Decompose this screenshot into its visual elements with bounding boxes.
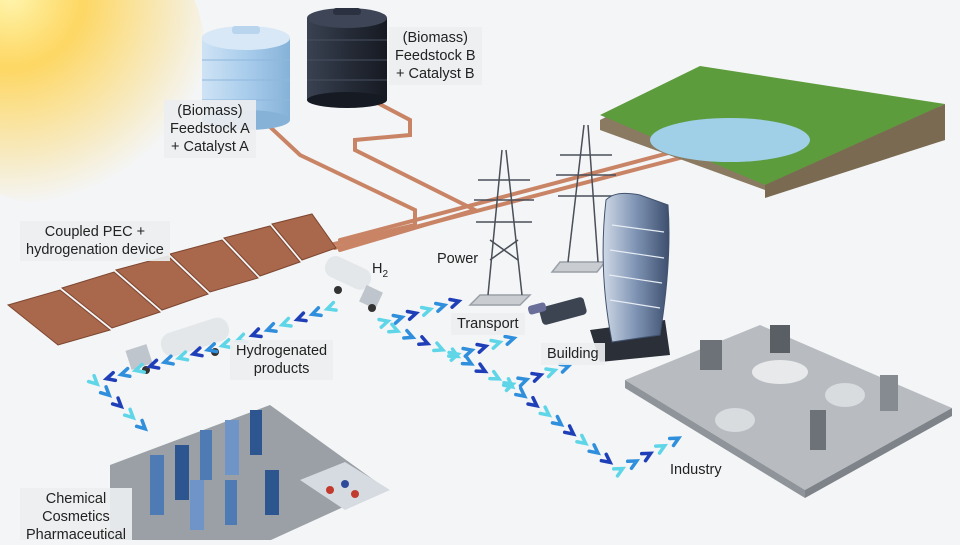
flow-chevron-icon [562, 424, 577, 437]
label-line: Cosmetics [42, 509, 110, 525]
flow-chevron-icon [323, 300, 338, 312]
flow-chevron-icon [530, 371, 545, 383]
label-transport: Transport [451, 313, 525, 335]
flow-chevron-icon [278, 316, 293, 328]
flow-chevron-icon [293, 311, 308, 323]
label-line: (Biomass) [177, 103, 243, 119]
label-line: hydrogenation device [26, 242, 164, 258]
tanker-truck-icon [324, 256, 383, 312]
flow-chevron-icon [160, 354, 175, 366]
flow-chevron-icon [248, 327, 263, 339]
flow-chevron-icon [639, 451, 655, 463]
chemical-plant-icon [110, 405, 390, 545]
flow-chevron-icon [489, 338, 504, 350]
label-line: Coupled PEC + [44, 224, 146, 240]
flow-chevron-icon [446, 347, 462, 359]
flow-chevron-icon [550, 414, 565, 428]
label-line: Chemical [45, 491, 107, 507]
label-line: + Catalyst B [396, 66, 475, 82]
flow-chevron-icon [474, 362, 489, 374]
flow-chevron-icon [98, 385, 113, 398]
flow-chevron-icon [526, 395, 540, 409]
label-line: Feedstock A [170, 121, 250, 137]
flow-chevron-icon [419, 305, 435, 317]
flow-chevron-icon [514, 386, 528, 399]
label-hydrogenated-products: Hydrogenated products [230, 340, 334, 380]
label-applications: Chemical Cosmetics Pharmaceutical [20, 488, 132, 540]
label-feedstock-a: (Biomass) Feedstock A + Catalyst A [164, 100, 256, 158]
flow-chevron-icon [461, 346, 476, 358]
h2-subscript: 2 [382, 268, 389, 280]
refinery-icon [625, 325, 952, 498]
pec-panel-array [6, 213, 337, 346]
flow-chevron-icon [544, 367, 559, 379]
flow-chevron-icon [417, 335, 432, 347]
label-line: (Biomass) [402, 30, 468, 46]
flow-chevron-icon [110, 396, 125, 410]
flow-chevron-icon [377, 317, 392, 329]
label-line: products [253, 361, 310, 377]
flow-chevron-icon [122, 407, 137, 421]
water-tank-icon [307, 8, 387, 108]
flow-chevron-icon [434, 301, 449, 313]
label-pec-device: Coupled PEC + hydrogenation device [20, 221, 170, 261]
flow-chevron-icon [263, 321, 278, 334]
label-line: + Catalyst A [171, 139, 249, 155]
flow-chevron-icon [391, 313, 406, 325]
flow-chevron-icon [448, 297, 463, 309]
flow-chevron-icon [516, 376, 531, 388]
flow-chevron-icon [131, 362, 146, 374]
pipe-network [266, 98, 682, 252]
flow-chevron-icon [488, 369, 503, 381]
flow-chevron-icon [146, 358, 161, 370]
label-h2: H2 [372, 261, 388, 280]
label-feedstock-b: (Biomass) Feedstock B + Catalyst B [389, 27, 482, 85]
transmission-tower-icon [468, 149, 534, 306]
flow-chevron-icon [134, 418, 149, 432]
skyscraper-icon [590, 192, 670, 362]
flow-arrows [86, 297, 683, 478]
flow-chevron-icon [667, 436, 683, 448]
flow-chevron-icon [308, 306, 323, 318]
flow-chevron-icon [501, 377, 516, 390]
flow-chevron-icon [387, 322, 402, 334]
flow-chevron-icon [402, 328, 417, 340]
flow-chevron-icon [503, 334, 518, 346]
h2-base: H [372, 261, 383, 277]
landscape-block [600, 66, 945, 198]
tanker-truck-icon [125, 317, 230, 374]
flow-chevron-icon [575, 433, 589, 446]
flow-chevron-icon [117, 366, 132, 379]
sun-icon [0, 0, 205, 205]
flow-chevron-icon [86, 373, 101, 387]
flow-chevron-icon [611, 466, 627, 478]
flow-chevron-icon [625, 459, 641, 471]
label-power: Power [437, 251, 479, 267]
label-line: Feedstock B [395, 48, 476, 64]
car-icon [527, 302, 547, 315]
flow-chevron-icon [218, 338, 233, 350]
flow-chevron-icon [538, 405, 553, 418]
label-building: Building [541, 343, 605, 365]
label-industry: Industry [670, 462, 722, 478]
flow-chevron-icon [599, 452, 614, 465]
flow-chevron-icon [475, 342, 490, 354]
flow-chevron-icon [189, 346, 204, 358]
bus-icon [539, 297, 587, 325]
flow-chevron-icon [460, 354, 475, 366]
flow-chevron-icon [175, 350, 190, 362]
label-line: Pharmaceutical [26, 527, 126, 540]
flow-chevron-icon [102, 370, 118, 383]
label-line: Hydrogenated [236, 343, 328, 359]
flow-chevron-icon [653, 443, 669, 455]
transmission-tower-icon [550, 124, 616, 273]
flow-chevron-icon [432, 341, 447, 353]
flow-chevron-icon [405, 309, 420, 321]
flow-chevron-icon [587, 443, 602, 456]
flow-chevron-icon [203, 342, 219, 354]
